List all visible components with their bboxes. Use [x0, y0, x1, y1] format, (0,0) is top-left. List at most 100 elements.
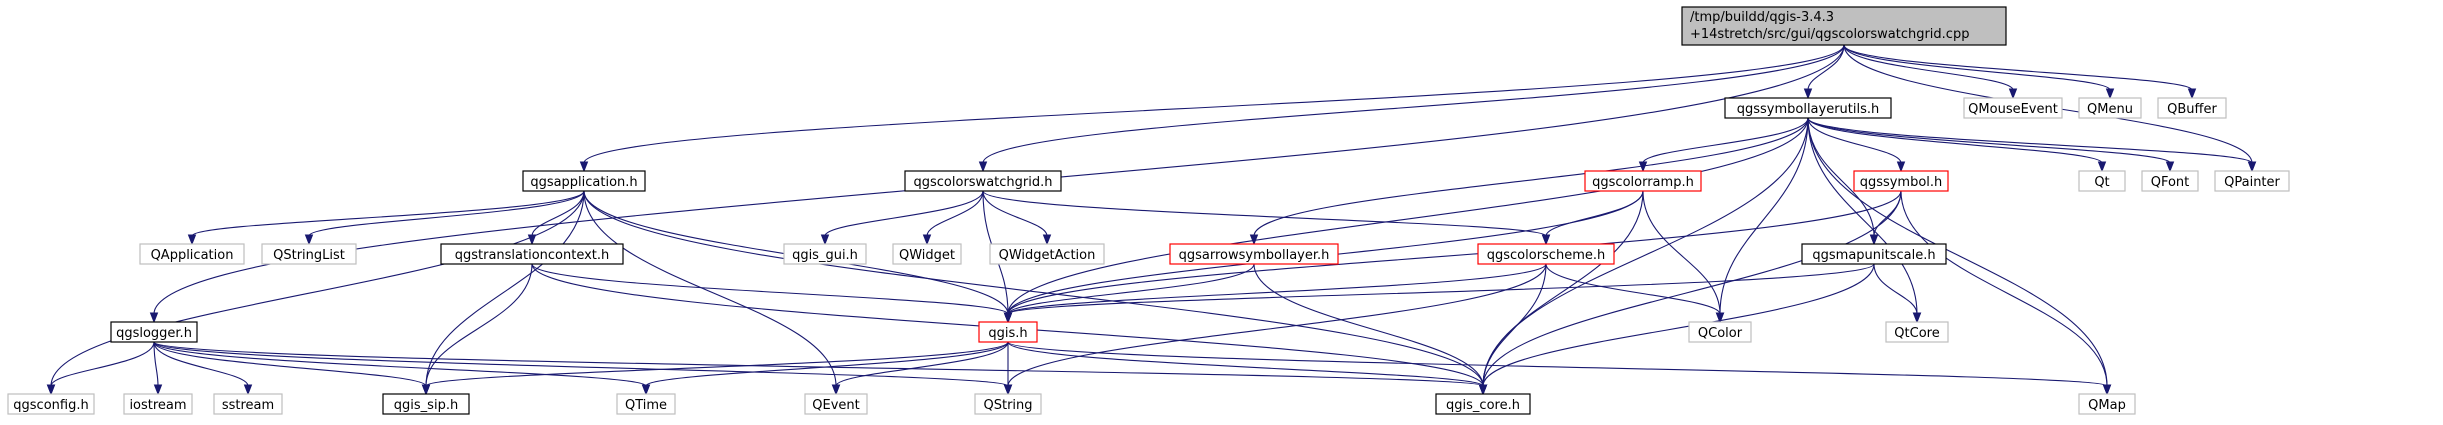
- node-qgssymbollayerutils[interactable]: qgssymbollayerutils.h: [1724, 97, 1892, 119]
- edge-qgsarrowsymbollayer-to-qgis_core: [1253, 263, 1488, 396]
- node-qgslogger[interactable]: qgslogger.h: [110, 321, 198, 343]
- dependency-nodes: /tmp/buildd/qgis-3.4.3 +14stretch/src/gu…: [7, 6, 2290, 415]
- edge-qgscolorscheme-to-qcolor: [1545, 263, 1725, 324]
- edge-line: [1642, 190, 1721, 315]
- node-label: qgstranslationcontext.h: [455, 248, 610, 263]
- edge-line: [153, 341, 249, 387]
- node-qwidgetaction[interactable]: QWidgetAction: [989, 243, 1105, 265]
- edge-line: [1007, 263, 1547, 315]
- node-qtime[interactable]: QTime: [616, 393, 676, 415]
- node-sstream[interactable]: sstream: [213, 393, 283, 415]
- node-qfont[interactable]: QFont: [2141, 170, 2199, 192]
- node-qmenu[interactable]: QMenu: [2078, 97, 2142, 119]
- edge-line: [153, 341, 1484, 387]
- edge-line: [425, 263, 533, 387]
- edge-arrowhead: [1042, 234, 1052, 246]
- edge-qgssymbol-to-qmap: [1900, 190, 2112, 396]
- edge-qgssymbollayerutils-to-qgis: [1003, 117, 1809, 324]
- edge-line: [1482, 263, 1875, 387]
- node-qevent[interactable]: QEvent: [804, 393, 868, 415]
- edge-arrowhead: [153, 384, 163, 396]
- node-iostream[interactable]: iostream: [123, 393, 193, 415]
- node-qgis-sip[interactable]: qgis_sip.h: [382, 393, 470, 415]
- node-qgsmapunitscale[interactable]: qgsmapunitscale.h: [1801, 243, 1947, 265]
- edge-qgis-to-qmap: [1007, 341, 2112, 396]
- edge-qgssymbollayerutils-to-qcolor: [1715, 117, 1809, 324]
- node-qgssymbol[interactable]: qgssymbol.h: [1853, 170, 1949, 192]
- edge-arrowhead: [187, 234, 197, 246]
- edge-arrowhead: [2187, 88, 2197, 100]
- edge-line: [425, 190, 585, 387]
- edge-arrowhead: [922, 234, 932, 246]
- node-qapplication[interactable]: QApplication: [139, 243, 245, 265]
- node-qgsapplication[interactable]: qgsapplication.h: [522, 170, 646, 192]
- node-qpainter[interactable]: QPainter: [2214, 170, 2290, 192]
- node-label: qgssymbollayerutils.h: [1737, 102, 1880, 117]
- edge-line: [50, 190, 585, 387]
- node-qgis[interactable]: qgis.h: [978, 321, 1038, 343]
- edge-arrowhead: [579, 161, 589, 173]
- node-qgstranslationcontext[interactable]: qgstranslationcontext.h: [440, 243, 624, 265]
- edge-arrowhead: [1003, 312, 1013, 324]
- node-qgscolorscheme[interactable]: qgscolorscheme.h: [1477, 243, 1615, 265]
- node-label: qgscolorswatchgrid.h: [914, 175, 1053, 190]
- edge-qgsapplication-to-qapplication: [187, 190, 585, 246]
- node-qstring[interactable]: QString: [974, 393, 1042, 415]
- node-qmouseevent[interactable]: QMouseEvent: [1963, 97, 2063, 119]
- edge-qgsmapunitscale-to-qgis: [1003, 263, 1875, 324]
- node-label: QStringList: [273, 248, 345, 263]
- edge-line: [1007, 263, 1875, 315]
- node-qbuffer[interactable]: QBuffer: [2157, 97, 2227, 119]
- root-file-path-line1: /tmp/buildd/qgis-3.4.3: [1690, 10, 1834, 25]
- node-qmap[interactable]: QMap: [2078, 393, 2136, 415]
- node-qt[interactable]: Qt: [2078, 170, 2126, 192]
- edge-root-to-qmouseevent: [1843, 44, 2018, 100]
- node-qgscolorramp[interactable]: qgscolorramp.h: [1584, 170, 1702, 192]
- node-qcolor[interactable]: QColor: [1688, 321, 1752, 343]
- edge-root-to-qgsapplication: [579, 44, 1845, 173]
- edge-qgssymbollayerutils-to-qpainter: [1807, 117, 2257, 173]
- edge-line: [1642, 117, 1809, 164]
- node-qstringlist[interactable]: QStringList: [261, 243, 357, 265]
- edge-arrowhead: [1869, 234, 1879, 246]
- edge-line: [1807, 44, 1845, 91]
- node-qtcore[interactable]: QtCore: [1885, 321, 1949, 343]
- edge-qgstranslationcontext-to-qgis: [531, 263, 1013, 324]
- edge-arrowhead: [2102, 384, 2112, 396]
- edge-arrowhead: [421, 384, 431, 396]
- edge-line: [153, 341, 647, 387]
- edge-line: [982, 44, 1845, 164]
- node-qgis-core[interactable]: qgis_core.h: [1435, 393, 1531, 415]
- edge-line: [50, 341, 155, 387]
- edge-qgsapplication-to-qgis_sip: [421, 190, 585, 396]
- edge-qgis-to-qtime: [641, 341, 1009, 396]
- edge-line: [1719, 117, 1809, 315]
- node-qgsconfig[interactable]: qgsconfig.h: [7, 393, 95, 415]
- node-qwidget[interactable]: QWidget: [892, 243, 962, 265]
- edge-line: [835, 341, 1009, 387]
- root-file-path-line2: +14stretch/src/gui/qgscolorswatchgrid.cp…: [1690, 27, 1969, 42]
- edge-arrowhead: [1715, 312, 1725, 324]
- edge-qgscolorswatchgrid-to-qgis_gui: [820, 190, 984, 246]
- edge-line: [645, 341, 1009, 387]
- node-qgscolorswatchgrid[interactable]: qgscolorswatchgrid.h: [904, 170, 1062, 192]
- edge-qgsapplication-to-qgstranslationcontext: [527, 190, 585, 246]
- node-label: Qt: [2094, 175, 2109, 190]
- node-label: QWidgetAction: [999, 248, 1096, 263]
- edge-qgis-to-qgis_core: [1007, 341, 1488, 396]
- edge-line: [1807, 117, 1918, 315]
- edge-qgssymbollayerutils-to-qfont: [1807, 117, 2175, 173]
- edge-line: [1482, 190, 1644, 387]
- edge-qgslogger-to-iostream: [153, 341, 163, 396]
- node-qgis-gui[interactable]: qgis_gui.h: [783, 243, 867, 265]
- edge-qgis-to-qevent: [831, 341, 1009, 396]
- node-label: QPainter: [2224, 175, 2280, 190]
- edge-qgscolorswatchgrid-to-qgscolorscheme: [982, 190, 1551, 246]
- edge-line: [1843, 44, 2193, 91]
- node-label: QMouseEvent: [1968, 102, 2058, 117]
- edge-line: [1843, 44, 2014, 91]
- root-file-node[interactable]: /tmp/buildd/qgis-3.4.3 +14stretch/src/gu…: [1681, 6, 2007, 46]
- edge-qgis-to-qgis_sip: [421, 341, 1009, 396]
- node-qgsarrowsymbollayer[interactable]: qgsarrowsymbollayer.h: [1169, 243, 1339, 265]
- edge-qgsapplication-to-qstringlist: [304, 190, 585, 246]
